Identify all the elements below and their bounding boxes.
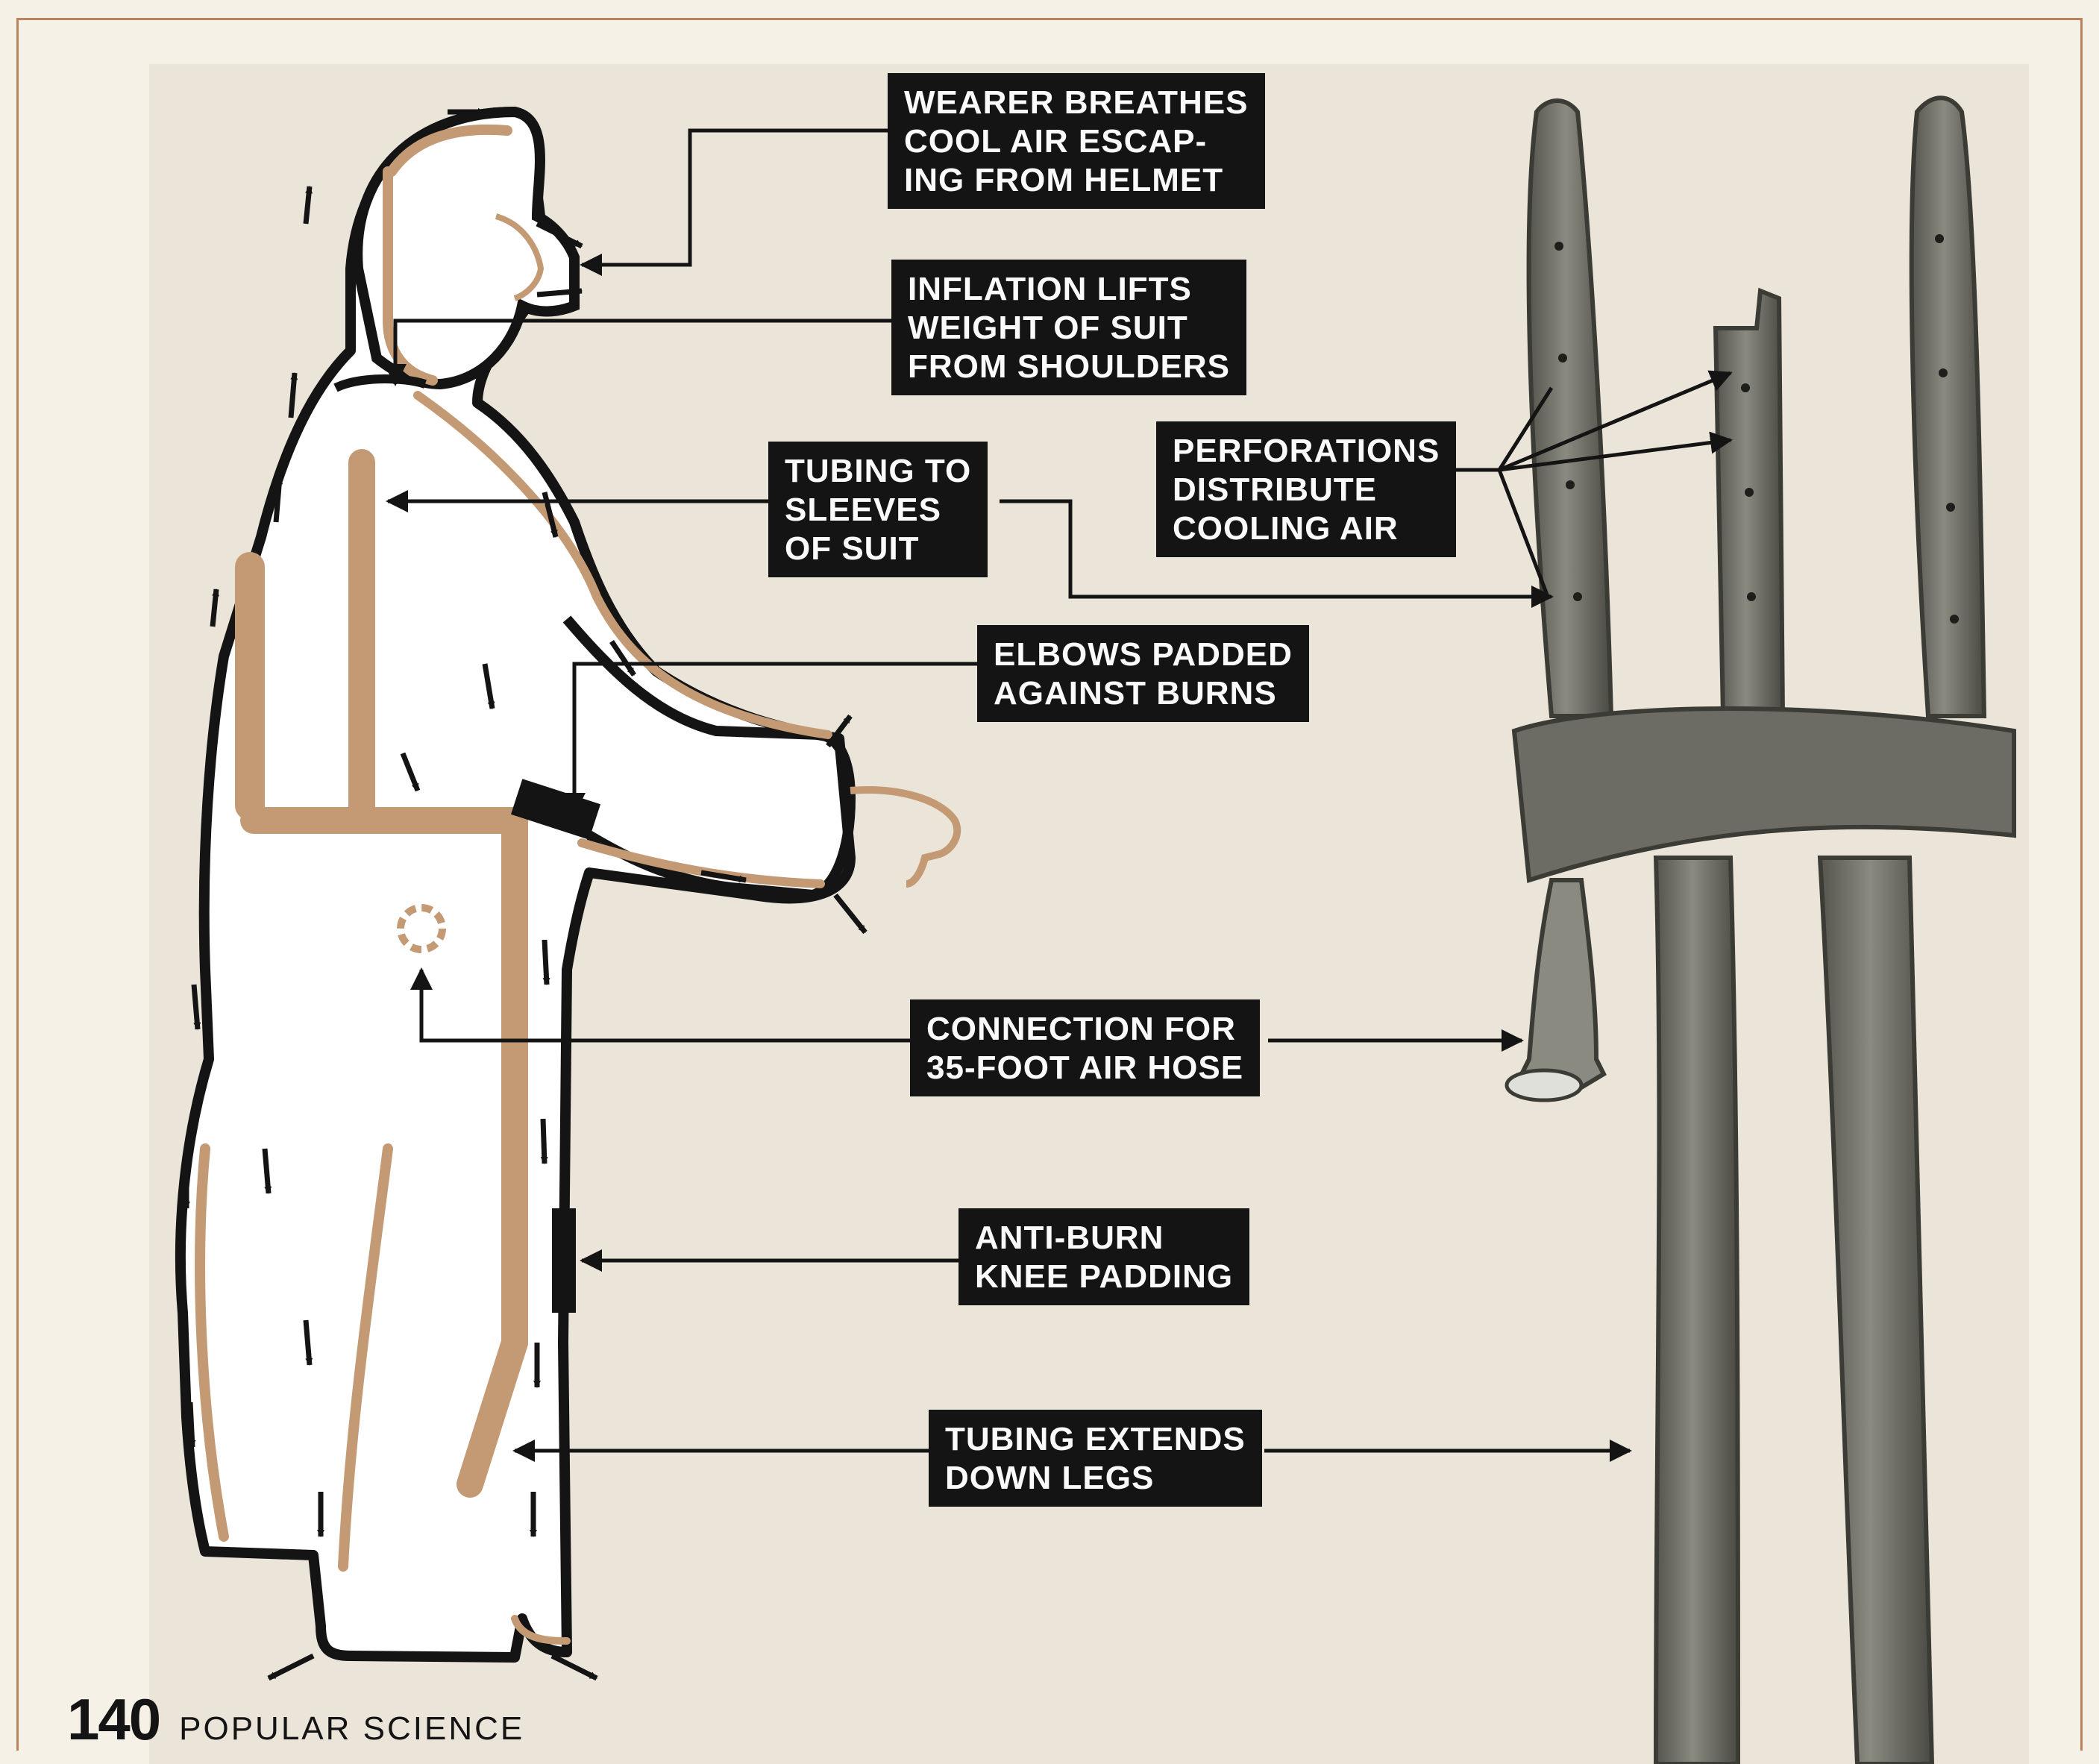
callout-line: WEARER BREATHES — [904, 84, 1249, 122]
callout-tubing-to-sleeves: TUBING TO SLEEVES OF SUIT — [768, 442, 988, 577]
harness-tube-left — [1529, 101, 1611, 716]
callout-line: COOLING AIR — [1173, 509, 1440, 548]
callout-line: ANTI-BURN — [975, 1219, 1233, 1258]
callout-line: TUBING EXTENDS — [945, 1420, 1246, 1459]
callout-knee-padding: ANTI-BURN KNEE PADDING — [958, 1208, 1249, 1305]
page-number: 140 — [67, 1686, 160, 1754]
callout-line: CONNECTION FOR — [926, 1010, 1243, 1049]
callout-line: ING FROM HELMET — [904, 161, 1249, 200]
suit-figure — [181, 112, 957, 1678]
callout-line: SLEEVES — [785, 491, 971, 530]
callout-line: AGAINST BURNS — [994, 674, 1293, 713]
callout-line: FROM SHOULDERS — [908, 348, 1230, 386]
harness-leg-right — [1820, 858, 1932, 1764]
callout-line: ELBOWS PADDED — [994, 635, 1293, 674]
callout-line: DOWN LEGS — [945, 1459, 1246, 1498]
harness-tube-middle — [1716, 291, 1783, 716]
knee-pad — [552, 1208, 576, 1313]
callout-line: COOL AIR ESCAP- — [904, 122, 1249, 161]
callout-line: TUBING TO — [785, 452, 971, 491]
callout-line: 35-FOOT AIR HOSE — [926, 1049, 1243, 1087]
callout-wearer-breathes: WEARER BREATHES COOL AIR ESCAP- ING FROM… — [888, 73, 1265, 209]
callout-air-hose-connection: CONNECTION FOR 35-FOOT AIR HOSE — [910, 999, 1260, 1096]
callout-line: OF SUIT — [785, 530, 971, 568]
callout-line: DISTRIBUTE — [1173, 471, 1440, 509]
callout-inflation-lifts: INFLATION LIFTS WEIGHT OF SUIT FROM SHOU… — [891, 260, 1246, 395]
callout-line: PERFORATIONS — [1173, 432, 1440, 471]
hand — [850, 790, 957, 884]
cooling-harness — [1507, 98, 2014, 1764]
harness-leg-left — [1656, 858, 1738, 1764]
callout-line: KNEE PADDING — [975, 1258, 1233, 1296]
callout-tubing-down-legs: TUBING EXTENDS DOWN LEGS — [929, 1410, 1262, 1507]
callout-elbows-padded: ELBOWS PADDED AGAINST BURNS — [977, 625, 1309, 722]
callout-line: WEIGHT OF SUIT — [908, 309, 1230, 348]
page-footer: 140 POPULAR SCIENCE — [67, 1686, 524, 1754]
harness-tube-right — [1912, 98, 1984, 716]
magazine-name: POPULAR SCIENCE — [179, 1710, 524, 1748]
harness-belt — [1514, 709, 2014, 880]
air-hose-end — [1507, 1070, 1581, 1100]
air-hose-fitting — [1522, 880, 1604, 1096]
callout-line: INFLATION LIFTS — [908, 270, 1230, 309]
callout-perforations: PERFORATIONS DISTRIBUTE COOLING AIR — [1156, 421, 1456, 557]
